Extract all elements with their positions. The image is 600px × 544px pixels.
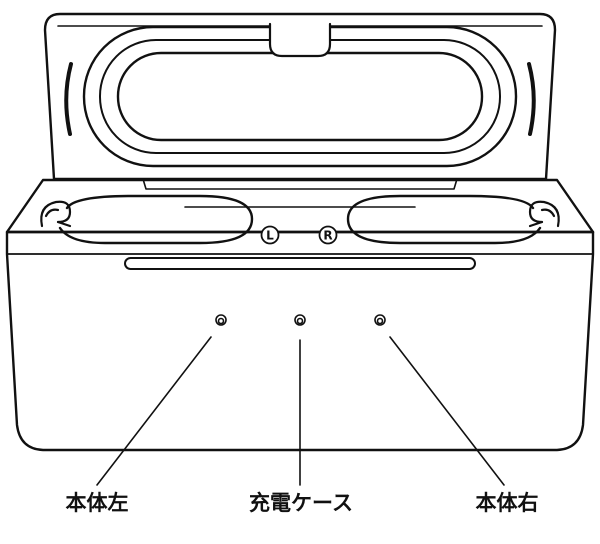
right-hinge-clip xyxy=(528,200,560,228)
lid-bottom-edge xyxy=(142,178,458,190)
lid-hinge-tab xyxy=(268,22,332,58)
case-body: L R xyxy=(5,178,595,452)
lid-inner-recess xyxy=(116,51,484,142)
left-slot-marker: L xyxy=(260,225,280,245)
left-earbud-well xyxy=(58,194,254,245)
left-slot-letter: L xyxy=(266,229,274,243)
leader-lines xyxy=(96,336,505,486)
left-earbud-label: 本体左 xyxy=(65,491,129,515)
case-lid xyxy=(43,12,557,190)
right-earbud-label: 本体右 xyxy=(475,491,539,515)
right-slot-marker: R xyxy=(318,225,338,245)
indicator-led-case xyxy=(294,314,306,326)
lid-latch-groove xyxy=(124,257,476,270)
indicator-led-right xyxy=(374,314,386,326)
case-rim xyxy=(5,178,595,234)
charging-case-label: 充電ケース xyxy=(249,491,353,515)
leader-line-right xyxy=(389,336,505,486)
leader-line-left xyxy=(96,336,212,486)
lid-outline xyxy=(43,12,557,181)
left-hinge-clip xyxy=(40,200,72,228)
lid-side-groove-right xyxy=(527,62,536,136)
right-slot-letter: R xyxy=(323,229,332,243)
lid-side-groove-left xyxy=(64,62,73,136)
right-earbud-well xyxy=(346,194,542,245)
case-front-body xyxy=(5,230,595,452)
indicator-led-left xyxy=(215,314,227,326)
